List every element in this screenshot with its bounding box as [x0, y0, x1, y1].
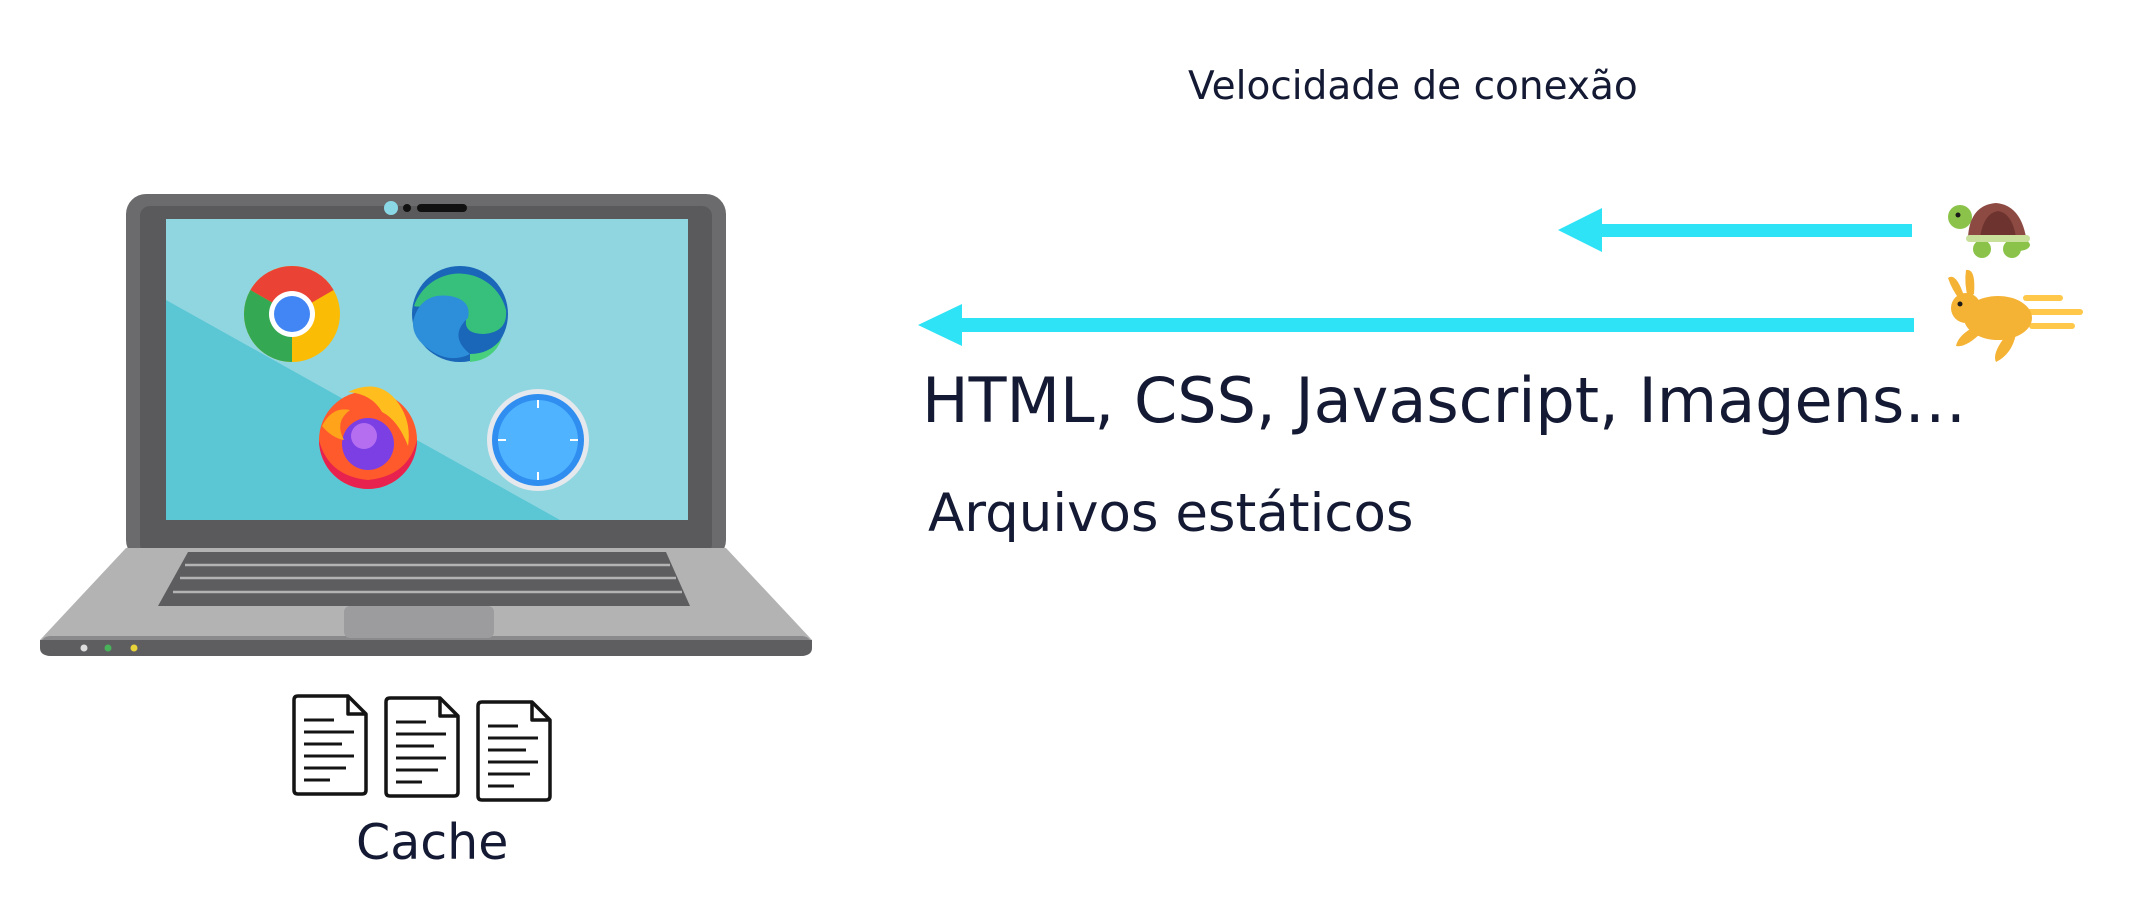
document-icon [476, 700, 552, 802]
rabbit-icon [1948, 269, 2083, 362]
cache-label: Cache [356, 814, 509, 871]
chrome-icon [243, 265, 340, 362]
cache-files [292, 694, 552, 802]
slow-arrow [1558, 208, 1912, 252]
connection-speed-title: Velocidade de conexão [1188, 64, 1638, 109]
document-icon [292, 694, 368, 796]
edge-icon [412, 266, 508, 362]
static-files-list: HTML, CSS, Javascript, Imagens… [922, 364, 1967, 437]
document-icon [384, 696, 460, 798]
turtle-icon [1948, 203, 2030, 258]
firefox-icon [319, 386, 417, 489]
safari-icon [487, 389, 589, 491]
static-files-caption: Arquivos estáticos [928, 483, 1414, 544]
fast-arrow [918, 304, 1914, 346]
laptop-icon [40, 194, 812, 656]
